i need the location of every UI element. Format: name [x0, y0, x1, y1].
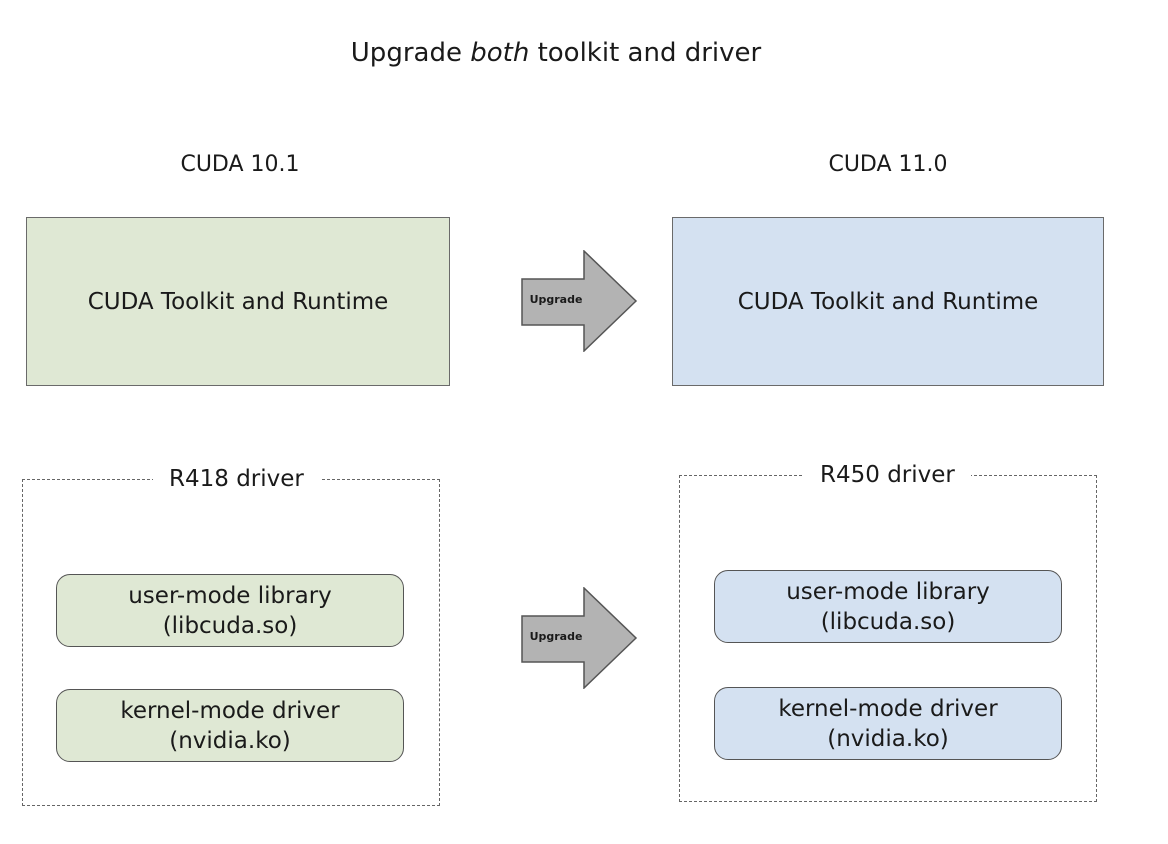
title-prefix: Upgrade	[350, 38, 471, 68]
top-arrow-label: Upgrade	[529, 293, 583, 306]
title-emphasis: both	[470, 38, 530, 68]
left-user-mode-library: user-mode library (libcuda.so)	[56, 574, 404, 647]
left-user-mode-line2: (libcuda.so)	[162, 612, 298, 639]
bottom-upgrade-arrow: Upgrade	[520, 586, 638, 693]
right-kernel-mode-line1: kernel-mode driver	[778, 695, 998, 722]
left-version-label: CUDA 10.1	[180, 152, 300, 177]
right-driver-label: R450 driver	[804, 462, 971, 488]
right-version-label: CUDA 11.0	[828, 152, 948, 177]
left-user-mode-line1: user-mode library	[128, 582, 332, 609]
right-user-mode-library: user-mode library (libcuda.so)	[714, 570, 1062, 643]
left-toolkit-box: CUDA Toolkit and Runtime	[26, 217, 450, 386]
right-user-mode-line1: user-mode library	[786, 578, 990, 605]
left-driver-group: R418 driver user-mode library (libcuda.s…	[22, 466, 440, 806]
right-driver-group: R450 driver user-mode library (libcuda.s…	[679, 462, 1097, 802]
left-kernel-mode-driver: kernel-mode driver (nvidia.ko)	[56, 689, 404, 762]
top-arrow-shape	[521, 249, 638, 353]
title-suffix: toolkit and driver	[529, 38, 762, 68]
right-kernel-mode-line2: (nvidia.ko)	[827, 725, 949, 752]
bottom-arrow-label: Upgrade	[529, 630, 583, 643]
right-toolkit-box: CUDA Toolkit and Runtime	[672, 217, 1104, 386]
right-user-mode-line2: (libcuda.so)	[820, 608, 956, 635]
right-kernel-mode-driver: kernel-mode driver (nvidia.ko)	[714, 687, 1062, 760]
bottom-arrow-shape	[521, 586, 638, 690]
left-kernel-mode-line1: kernel-mode driver	[120, 697, 340, 724]
left-kernel-mode-line2: (nvidia.ko)	[169, 727, 291, 754]
left-toolkit-label: CUDA Toolkit and Runtime	[87, 288, 389, 315]
top-upgrade-arrow: Upgrade	[520, 249, 638, 356]
left-driver-label: R418 driver	[153, 466, 320, 492]
diagram-title: Upgrade both toolkit and driver	[0, 38, 1112, 68]
right-toolkit-label: CUDA Toolkit and Runtime	[737, 288, 1039, 315]
